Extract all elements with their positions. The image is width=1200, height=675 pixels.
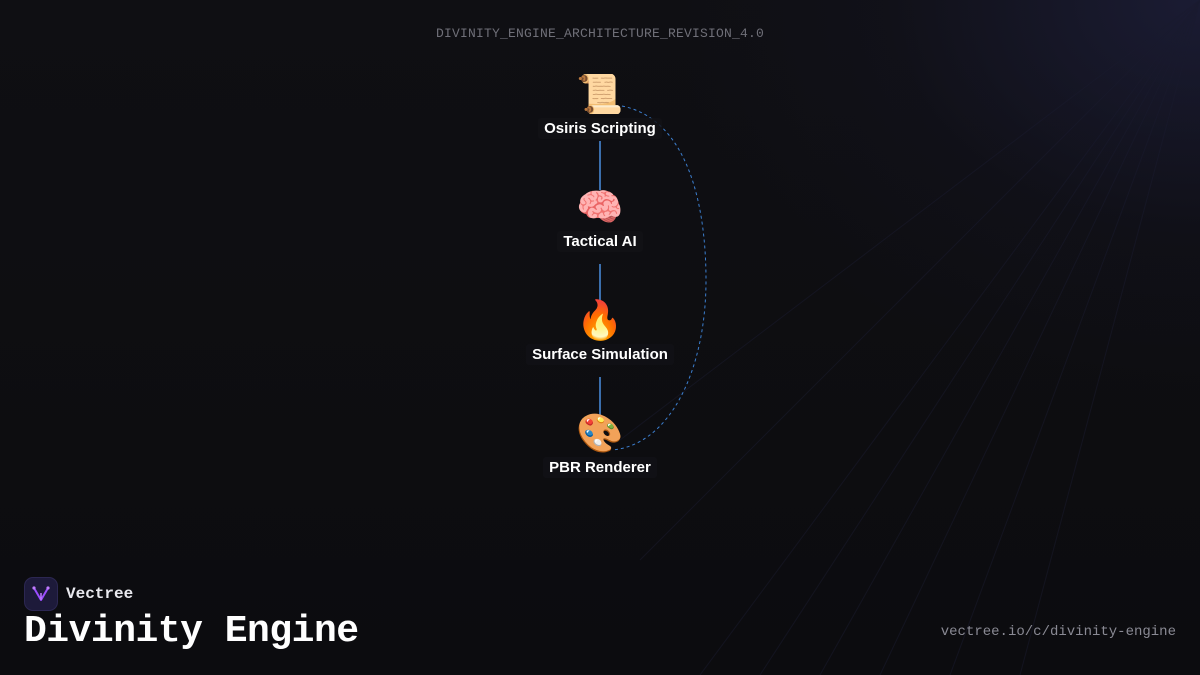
vectree-logo-icon xyxy=(24,577,58,611)
brand-name: Vectree xyxy=(66,585,134,603)
node-label: Surface Simulation xyxy=(526,344,674,365)
node-osiris-scripting[interactable]: 📜 Osiris Scripting xyxy=(500,72,700,139)
fire-icon: 🔥 xyxy=(576,298,624,342)
node-label: Osiris Scripting xyxy=(538,118,662,139)
revision-label: DIVINITY_ENGINE_ARCHITECTURE_REVISION_4.… xyxy=(435,26,765,41)
node-surface-simulation[interactable]: 🔥 Surface Simulation xyxy=(500,298,700,365)
node-label: PBR Renderer xyxy=(543,457,657,478)
brand[interactable]: Vectree xyxy=(24,577,133,611)
page-url[interactable]: vectree.io/c/divinity-engine xyxy=(940,624,1176,640)
page-title: Divinity Engine xyxy=(24,610,359,653)
scroll-icon: 📜 xyxy=(576,72,624,116)
node-label: Tactical AI xyxy=(557,231,643,252)
node-pbr-renderer[interactable]: 🎨 PBR Renderer xyxy=(500,411,700,478)
brain-icon: 🧠 xyxy=(576,185,624,229)
edge-osiris-pbr-dashed xyxy=(611,105,707,451)
palette-icon: 🎨 xyxy=(576,411,624,455)
node-tactical-ai[interactable]: 🧠 Tactical AI xyxy=(500,185,700,252)
